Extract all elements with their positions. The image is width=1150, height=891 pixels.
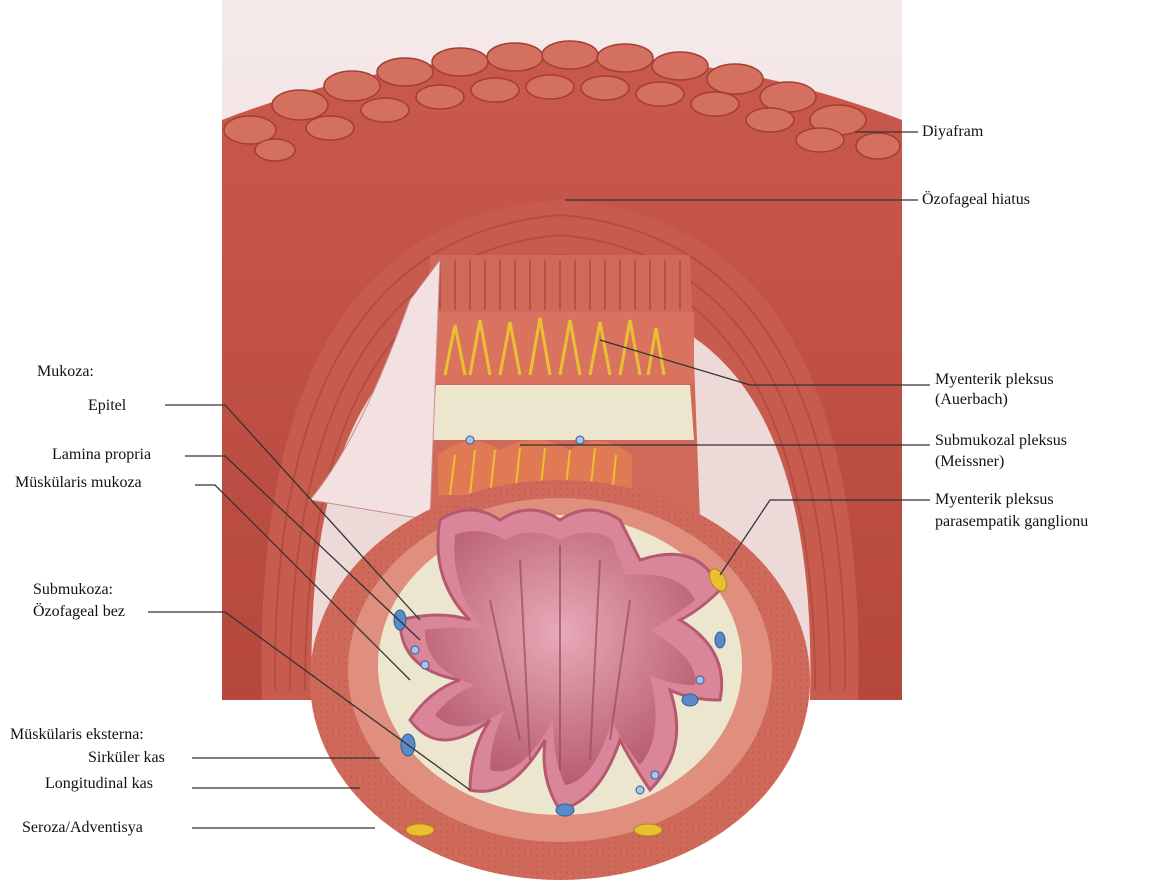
label-submukoza: Submukoza:	[33, 580, 113, 600]
submucosa-band	[432, 385, 694, 440]
label-mukoza: Mukoza:	[37, 362, 94, 382]
label-myenterik-pleksus-1: Myenterik pleksus	[935, 370, 1054, 390]
label-longitudinal-kas: Longitudinal kas	[45, 774, 153, 794]
label-sirkuler-kas: Sirküler kas	[88, 748, 165, 768]
label-ganglion-1: Myenterik pleksus	[935, 490, 1054, 510]
label-muskularis-mukoza: Müskülaris mukoza	[15, 473, 142, 493]
label-ganglion-2: parasempatik ganglionu	[935, 512, 1088, 532]
label-submukozal-pleksus-1: Submukozal pleksus	[935, 431, 1067, 451]
label-seroza-adventisya: Seroza/Adventisya	[22, 818, 143, 838]
label-epitel: Epitel	[88, 396, 126, 416]
label-myenterik-pleksus-2: (Auerbach)	[935, 390, 1008, 410]
label-lamina-propria: Lamina propria	[52, 445, 151, 465]
label-ozofageal-bez: Özofageal bez	[33, 602, 125, 622]
label-submukozal-pleksus-2: (Meissner)	[935, 452, 1004, 472]
label-muskularis-eksterna: Müskülaris eksterna:	[10, 725, 144, 745]
label-ozofageal-hiatus: Özofageal hiatus	[922, 190, 1030, 210]
label-diyafram: Diyafram	[922, 122, 983, 142]
